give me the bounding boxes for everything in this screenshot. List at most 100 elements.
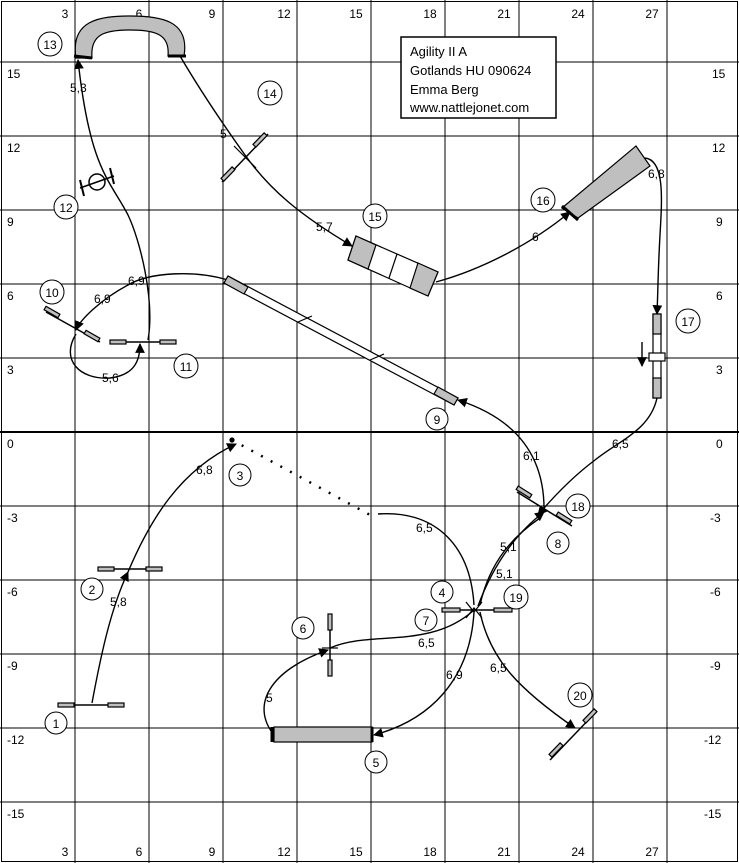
info-title: Agility II A bbox=[410, 44, 467, 59]
svg-text:8: 8 bbox=[555, 537, 562, 551]
info-website: www.nattlejonet.com bbox=[409, 100, 529, 115]
y-tick: 15 bbox=[7, 67, 21, 81]
x-tick: 27 bbox=[645, 845, 659, 859]
x-tick: 15 bbox=[349, 7, 363, 21]
y-axis-left: 15 12 9 6 3 0 -3 -6 -9 -12 -15 bbox=[7, 67, 25, 821]
number-badge: 3 bbox=[228, 463, 252, 487]
svg-text:15: 15 bbox=[368, 210, 382, 224]
x-tick: 18 bbox=[423, 7, 437, 21]
x-axis-top: 3 6 9 12 15 18 21 24 27 bbox=[62, 7, 659, 21]
a-frame-15 bbox=[347, 235, 439, 297]
svg-text:12: 12 bbox=[59, 201, 73, 215]
number-badge: 12 bbox=[53, 194, 79, 220]
distance-label: 5,1 bbox=[500, 540, 517, 554]
x-tick: 15 bbox=[349, 845, 363, 859]
number-badge: 11 bbox=[173, 353, 199, 379]
hurdle-14 bbox=[220, 132, 269, 183]
svg-text:19: 19 bbox=[509, 591, 523, 605]
info-club: Gotlands HU 090624 bbox=[410, 63, 531, 78]
y-tick: 6 bbox=[716, 289, 723, 303]
distance-label: 5,7 bbox=[316, 220, 333, 234]
hurdle-10 bbox=[43, 305, 101, 343]
x-tick: 24 bbox=[571, 845, 585, 859]
number-badge: 16 bbox=[530, 187, 556, 213]
distance-label: 5,8 bbox=[110, 595, 127, 609]
svg-text:11: 11 bbox=[180, 360, 193, 374]
y-axis-right: 15 12 9 6 3 0 -3 -6 -9 -12 -15 bbox=[704, 67, 726, 821]
distance-label: 6,5 bbox=[490, 661, 507, 675]
path-15-16 bbox=[435, 211, 571, 283]
path-11-12 bbox=[74, 59, 151, 341]
number-badge: 9 bbox=[425, 407, 449, 431]
x-tick: 18 bbox=[423, 845, 437, 859]
hurdle-11 bbox=[109, 339, 177, 345]
svg-text:6: 6 bbox=[300, 622, 307, 636]
x-tick: 12 bbox=[277, 7, 291, 21]
y-tick: -3 bbox=[710, 511, 721, 525]
x-tick: 24 bbox=[571, 7, 585, 21]
hurdle-20 bbox=[548, 708, 598, 761]
y-tick: 12 bbox=[7, 141, 21, 155]
number-badge: 14 bbox=[257, 80, 283, 106]
y-tick: -12 bbox=[704, 733, 722, 747]
path-18-19 bbox=[479, 517, 541, 606]
chute-16 bbox=[560, 145, 651, 222]
dog-path bbox=[69, 55, 663, 738]
path-4-5 bbox=[373, 611, 475, 738]
hurdle-1 bbox=[57, 702, 125, 708]
y-tick: 0 bbox=[716, 437, 723, 451]
distance-label: 6,5 bbox=[612, 437, 629, 451]
y-tick: 9 bbox=[716, 215, 723, 229]
svg-text:2: 2 bbox=[89, 583, 96, 597]
svg-text:7: 7 bbox=[423, 614, 430, 628]
y-tick: 6 bbox=[7, 289, 14, 303]
y-tick: 3 bbox=[716, 363, 723, 377]
tunnel-5 bbox=[273, 726, 373, 743]
y-tick: 15 bbox=[712, 67, 726, 81]
svg-text:4: 4 bbox=[439, 586, 446, 600]
svg-text:20: 20 bbox=[573, 689, 587, 703]
svg-text:9: 9 bbox=[434, 413, 441, 427]
dogwalk-9 bbox=[223, 275, 459, 406]
svg-text:13: 13 bbox=[43, 38, 57, 52]
info-judge: Emma Berg bbox=[410, 82, 479, 97]
y-tick: 12 bbox=[712, 141, 726, 155]
x-tick: 3 bbox=[62, 845, 69, 859]
path-8-9 bbox=[457, 398, 545, 513]
tyre-12 bbox=[79, 167, 115, 197]
number-badge: 7 bbox=[414, 608, 438, 632]
path-5-6 bbox=[263, 648, 329, 736]
distance-label: 5,1 bbox=[496, 567, 513, 581]
y-tick: -9 bbox=[7, 659, 18, 673]
number-badge: 6 bbox=[291, 616, 315, 640]
path-2-3 bbox=[127, 443, 237, 573]
y-tick: -15 bbox=[704, 807, 722, 821]
y-tick: -9 bbox=[710, 659, 721, 673]
x-tick: 27 bbox=[645, 7, 659, 21]
x-tick: 9 bbox=[209, 7, 216, 21]
number-badge: 4 bbox=[430, 580, 454, 604]
hurdle-6 bbox=[322, 613, 338, 677]
svg-text:14: 14 bbox=[263, 87, 277, 101]
svg-text:17: 17 bbox=[681, 315, 695, 329]
path-10-11 bbox=[69, 333, 145, 379]
info-box: Agility II A Gotlands HU 090624 Emma Ber… bbox=[400, 36, 557, 119]
hurdle-4-7-19 bbox=[441, 601, 513, 619]
number-badge: 17 bbox=[675, 308, 701, 334]
y-tick: -15 bbox=[7, 807, 25, 821]
number-badge: 18 bbox=[565, 493, 591, 519]
y-tick: -12 bbox=[7, 733, 25, 747]
x-tick: 3 bbox=[62, 7, 69, 21]
tunnel-13 bbox=[74, 15, 186, 59]
distance-label: 5,6 bbox=[102, 371, 119, 385]
svg-text:3: 3 bbox=[237, 469, 244, 483]
path-3-4 bbox=[377, 512, 475, 606]
distance-label: 5 bbox=[266, 691, 273, 705]
path-1-2 bbox=[91, 571, 129, 704]
distance-label: 6,9 bbox=[128, 274, 145, 288]
x-tick: 21 bbox=[497, 7, 511, 21]
x-tick: 6 bbox=[136, 845, 143, 859]
seesaw-17 bbox=[648, 313, 666, 399]
number-badge: 5 bbox=[364, 750, 388, 774]
